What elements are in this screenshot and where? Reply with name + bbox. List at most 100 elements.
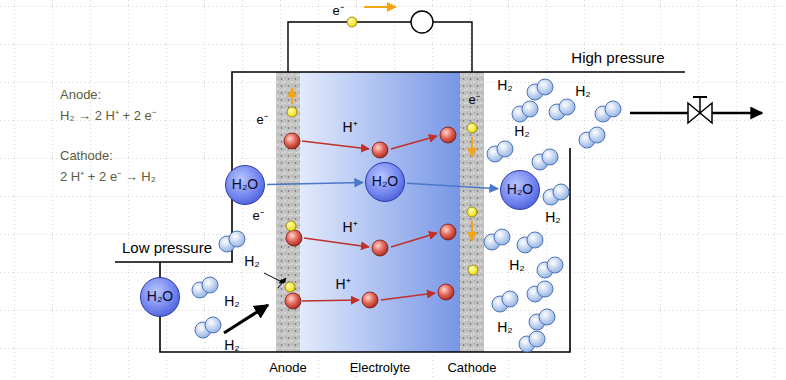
region-label: High pressure [571,50,664,67]
housing-outline [115,72,685,352]
hydrogen-label: H₂ [224,294,240,309]
electron-label: e⁻ [252,209,263,223]
electron-dots [285,17,478,292]
molecule-formula: H₂O [232,177,258,192]
hydrogen-label: H₂ [224,338,240,353]
hydrogen-feed-arrows [224,273,286,333]
membrane-layers [276,72,484,352]
reaction-equation: H₂ → 2 H⁺ + 2 e⁻ [60,109,156,123]
proton-spheres [372,240,388,256]
hydrogen-molecules [527,281,553,302]
hydrogen-molecules [517,232,543,253]
layer-label: Anode [269,361,307,375]
valve-handle [693,96,707,98]
electron-label: e⁻ [468,93,479,107]
proton-spheres [284,133,300,149]
electron-label: e⁻ [256,113,267,127]
water-molecule: H₂O [365,162,405,202]
proton-arrows [381,293,435,300]
proton-spheres [372,142,388,158]
proton-spheres [440,224,456,240]
hydrogen-molecules [527,79,553,100]
hydrogen-label: H₂ [497,78,513,93]
valve-stem [699,97,701,113]
hydrogen-molecules [529,309,555,330]
hydrogen-molecules [543,184,569,205]
molecule-formula: H₂O [507,182,533,197]
water-molecule: H₂O [140,277,180,317]
electron-arrows [291,88,293,104]
hydrogen-label: H₂ [575,84,591,99]
electron-dots [467,123,477,133]
hydrogen-molecules [492,291,518,312]
electrolyte-layer [300,72,460,352]
hydrogen-molecules [487,141,513,162]
water-molecule: H₂O [500,170,540,210]
hydrogen-label: H₂ [244,254,260,269]
water-drag-arrow [407,183,498,188]
electron-dots [285,282,295,292]
cathode-layer [460,72,484,352]
hydrogen-molecules [519,331,545,352]
electron-arrows [292,88,472,241]
water-molecule: H₂O [225,165,265,205]
external-circuit [288,7,472,72]
proton-arrows [391,233,437,247]
hydrogen-label: H₂ [545,210,561,225]
hydrogen-molecules [192,79,621,352]
anode-layer [276,72,300,352]
hydrogen-molecules [484,229,510,250]
housing-wall [160,148,570,352]
proton-spheres [438,284,454,300]
hydrogen-molecules [192,277,218,298]
hydrogen-molecules [537,257,563,278]
molecule-formula: H₂O [147,289,173,304]
housing-wall [115,72,685,262]
electron-dots [286,221,296,231]
proton-arrows [391,136,437,149]
electron-dots [467,207,477,217]
electron-dots [468,265,478,275]
outlet-pipe [630,97,762,123]
hydrogen-label: H₂ [514,124,530,139]
molecule-formula: H₂O [372,174,398,189]
reaction-heading: Cathode: [60,149,113,163]
proton-label: H⁺ [342,220,357,235]
proton-label: H⁺ [335,277,350,292]
electron-arrows [471,137,473,157]
circuit-wire [288,22,472,72]
layer-label: Electrolyte [350,361,411,375]
hydrogen-label: H₂ [497,320,513,335]
electron-label: e⁻ [332,4,343,18]
proton-spheres [440,127,456,143]
proton-spheres [362,292,378,308]
region-label: Low pressure [122,240,212,257]
proton-arrows [302,136,437,301]
hydrogen-feed-arrows [264,273,284,283]
reaction-heading: Anode: [60,88,101,102]
meter-symbol [411,11,433,33]
proton-spheres [284,127,456,309]
hydrogen-molecules [195,317,221,338]
proton-arrows [304,238,369,247]
hydrogen-molecules [549,99,575,120]
electron-dots [287,107,297,117]
proton-spheres [285,293,301,309]
hydrogen-molecules [532,149,558,170]
proton-spheres [286,230,302,246]
hydrogen-molecules [219,231,245,252]
water-drag-arrow [267,182,363,184]
electron-arrows [471,221,473,241]
proton-arrows [302,141,369,149]
hydrogen-molecules [579,127,605,148]
proton-label: H⁺ [342,120,357,135]
hydrogen-molecules [595,101,621,122]
proton-arrows [302,300,359,301]
electron-dots [347,17,357,27]
electron-flow-arrow [364,6,396,8]
layer-label: Cathode [447,361,496,375]
reaction-equation: 2 H⁺ + 2 e⁻ → H₂ [60,170,156,184]
hydrogen-molecules [512,101,538,122]
